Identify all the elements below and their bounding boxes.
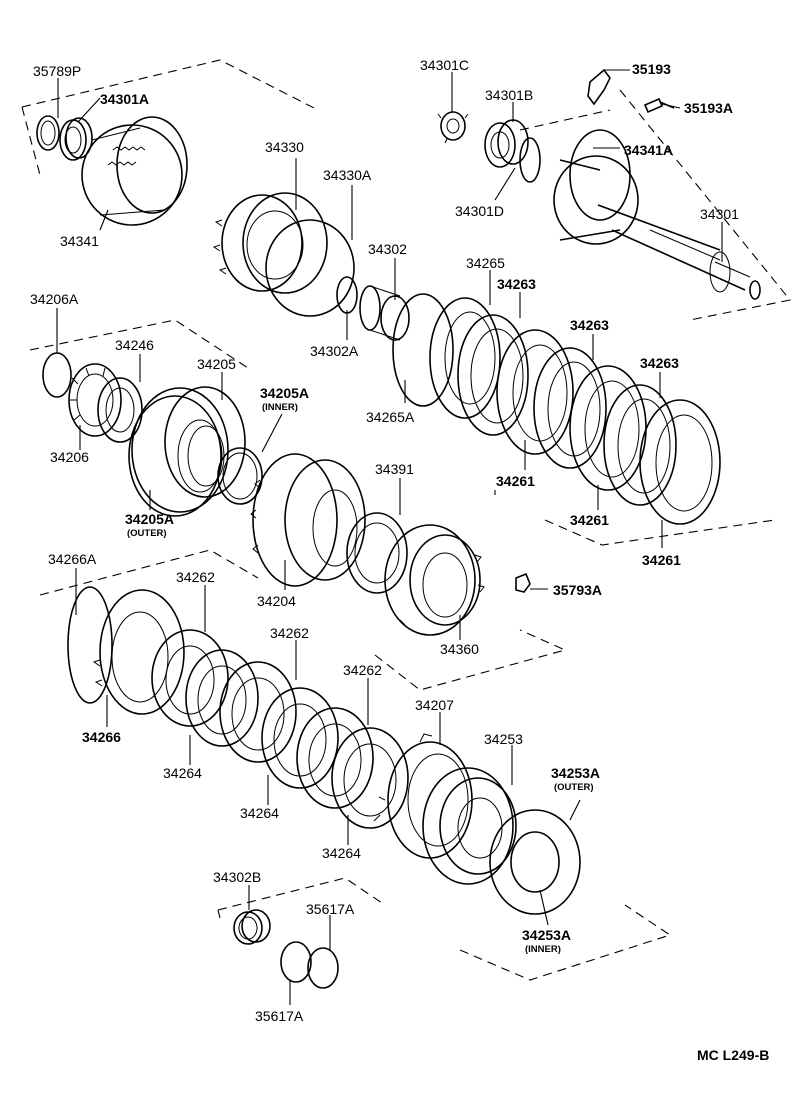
label-34204: 34204: [257, 593, 296, 609]
label-34253A-outer: 34253A: [551, 765, 600, 781]
label-34205A-inner-sub: (INNER): [262, 402, 298, 413]
label-35193: 35193: [632, 61, 671, 77]
diagram-code: MC L249-B: [697, 1047, 769, 1063]
part-34391-ring: [346, 512, 408, 594]
label-34266: 34266: [82, 729, 121, 745]
label-34341: 34341: [60, 233, 99, 249]
label-35193A: 35193A: [684, 100, 733, 116]
part-34253A-inner-ring: [510, 831, 560, 893]
part-34261-disc-3: [639, 399, 721, 525]
label-34265A: 34265A: [366, 409, 415, 425]
label-34261-3: 34261: [642, 552, 681, 568]
label-35617A-bottom: 35617A: [255, 1008, 304, 1024]
part-35789P-oring: [36, 115, 60, 151]
part-34266A-snapring: [67, 586, 113, 704]
part-35793A-clip: [515, 572, 531, 593]
label-34261-1: 34261: [496, 473, 535, 489]
leader-lines: [56, 69, 723, 1005]
part-34330-gear: [212, 192, 328, 294]
part-34262-disc-2: [219, 661, 297, 763]
part-35617A-rings: [280, 941, 339, 989]
label-34207: 34207: [415, 697, 454, 713]
label-34301A: 34301A: [100, 91, 149, 107]
label-34205: 34205: [197, 356, 236, 372]
part-34206A-ring: [42, 352, 72, 398]
part-35193-clip: [587, 68, 611, 106]
label-34301: 34301: [700, 206, 739, 222]
label-34264-2: 34264: [240, 805, 279, 821]
part-34360-drum: [384, 524, 485, 636]
part-34264-plate-3: [331, 727, 409, 829]
label-34253A-inner: 34253A: [522, 927, 571, 943]
label-34262-2: 34262: [270, 625, 309, 641]
label-34262-3: 34262: [343, 662, 382, 678]
label-34263-1: 34263: [497, 276, 536, 292]
part-34253-piston: [422, 767, 517, 885]
part-34205A-inner-ring: [217, 447, 263, 505]
label-34266A: 34266A: [48, 551, 97, 567]
part-34205A-outer-ring: [128, 395, 222, 517]
part-34302-hub: [359, 285, 410, 341]
part-34246-washer: [97, 377, 143, 443]
part-34302B-bushing: [233, 909, 271, 945]
label-34263-3: 34263: [640, 355, 679, 371]
label-34206A: 34206A: [30, 291, 79, 307]
label-34302B: 34302B: [213, 869, 261, 885]
label-34391: 34391: [375, 461, 414, 477]
part-34264-plate-1: [185, 649, 259, 747]
part-34262-disc-1: [151, 629, 229, 727]
label-34301C: 34301C: [420, 57, 469, 73]
part-34301A-bearing: [59, 117, 93, 161]
part-34265-plate: [429, 297, 501, 419]
label-34264-1: 34264: [163, 765, 202, 781]
part-34204-drum: [250, 453, 366, 587]
part-34263-plate-1: [457, 314, 529, 436]
part-labels: 35789P 34301A 34341 34301C 35193 34301B …: [30, 57, 769, 1063]
label-34253A-outer-sub: (OUTER): [554, 782, 594, 793]
label-35617A-top: 35617A: [306, 901, 355, 917]
label-34330A: 34330A: [323, 167, 372, 183]
part-34207-piston: [373, 733, 473, 859]
label-34206: 34206: [50, 449, 89, 465]
part-34301-shaft: [519, 137, 761, 300]
label-34263-2: 34263: [570, 317, 609, 333]
label-35793A: 35793A: [553, 582, 602, 598]
part-34253A-outer-ring: [489, 809, 581, 915]
label-34341A: 34341A: [624, 142, 673, 158]
label-34253A-inner-sub: (INNER): [525, 944, 561, 955]
label-34253: 34253: [484, 731, 523, 747]
part-34266-plate: [92, 589, 185, 715]
label-34301D: 34301D: [455, 203, 504, 219]
label-34264-3: 34264: [322, 845, 361, 861]
label-34360: 34360: [440, 641, 479, 657]
label-34205A-outer: 34205A: [125, 511, 174, 527]
label-34262-1: 34262: [176, 569, 215, 585]
label-34302: 34302: [368, 241, 407, 257]
label-35789P: 35789P: [33, 63, 81, 79]
label-34330: 34330: [265, 139, 304, 155]
label-34205A-inner: 34205A: [260, 385, 309, 401]
part-34330A-snapring: [265, 219, 355, 317]
part-34341-drum: [81, 116, 188, 226]
label-34246: 34246: [115, 337, 154, 353]
part-34301B-bearing: [484, 119, 529, 168]
label-34205A-outer-sub: (OUTER): [127, 528, 167, 539]
label-34302A: 34302A: [310, 343, 359, 359]
label-34261-2: 34261: [570, 512, 609, 528]
part-34263-plate-3: [603, 384, 677, 506]
part-34301C-nut: [437, 111, 469, 144]
part-34265A-snapring: [392, 293, 454, 407]
label-34265: 34265: [466, 255, 505, 271]
group-outlines: [21, 59, 791, 981]
label-34301B: 34301B: [485, 87, 533, 103]
part-34206-bearing: [68, 363, 122, 437]
